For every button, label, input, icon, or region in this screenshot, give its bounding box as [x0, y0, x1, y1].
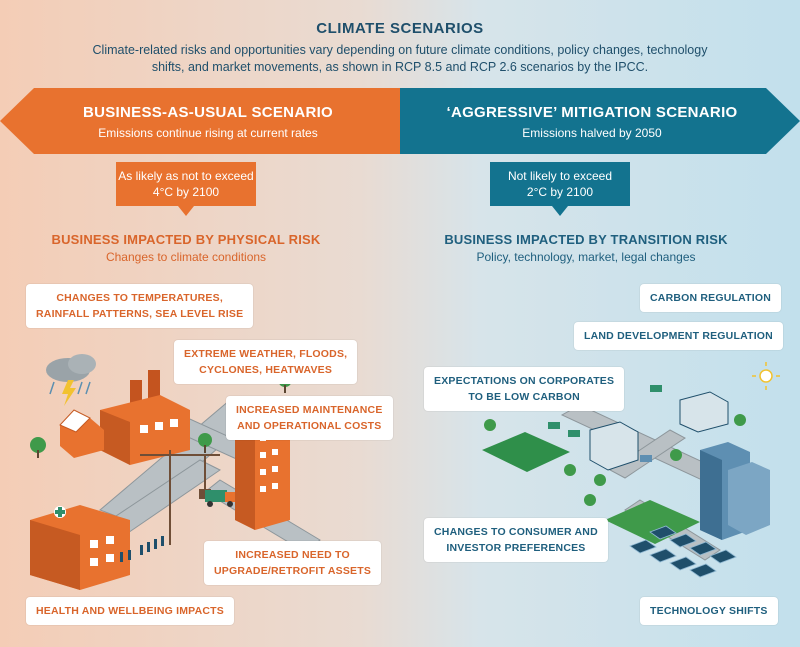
likelihood-callout-right: Not likely to exceed 2°C by 2100 [492, 168, 628, 212]
label-maintenance-line-2: AND OPERATIONAL COSTS [237, 420, 382, 432]
solar-panel-farm [629, 525, 737, 578]
label-temperature-line-2: RAINFALL PATTERNS, SEA LEVEL RISE [36, 308, 244, 320]
label-expectations-line-1: EXPECTATIONS ON CORPORATES [434, 375, 615, 387]
business-as-usual-title: BUSINESS-AS-USUAL SCENARIO [82, 104, 334, 121]
label-extreme-weather: EXTREME WEATHER, FLOODS, CYCLONES, HEATW… [174, 340, 358, 384]
label-technology-shifts: TECHNOLOGY SHIFTS [640, 597, 778, 625]
physical-risk-city-illustration [30, 354, 327, 590]
truck [205, 490, 235, 507]
likelihood-right-line-2: 2°C by 2100 [526, 185, 594, 199]
label-carbon-text: CARBON REGULATION [650, 292, 772, 304]
likelihood-callout-left: As likely as not to exceed 4°C by 2100 [118, 168, 254, 212]
factory-building [100, 370, 190, 465]
label-health-text: HEALTH AND WELLBEING IMPACTS [36, 605, 224, 617]
damaged-house [59, 409, 104, 458]
label-low-carbon-expectations: EXPECTATIONS ON CORPORATES TO BE LOW CAR… [424, 367, 625, 411]
label-upgrade-assets: INCREASED NEED TO UPGRADE/RETROFIT ASSET… [204, 541, 382, 585]
mitigation-subtitle: Emissions halved by 2050 [522, 126, 662, 140]
office-buildings [589, 391, 770, 540]
hospital-building [30, 505, 130, 590]
likelihood-left-line-1: As likely as not to exceed [118, 169, 254, 183]
business-as-usual-banner: BUSINESS-AS-USUAL SCENARIO Emissions con… [0, 88, 400, 154]
label-upgrade-line-1: INCREASED NEED TO [235, 549, 350, 561]
label-consumer-preferences: CHANGES TO CONSUMER AND INVESTOR PREFERE… [424, 518, 608, 562]
label-temperature-line-1: CHANGES TO TEMPERATURES, [56, 292, 223, 304]
label-consumer-line-1: CHANGES TO CONSUMER AND [434, 526, 598, 538]
physical-risk-subtitle: Changes to climate conditions [105, 250, 267, 264]
likelihood-callout-right-shape [490, 162, 630, 216]
label-weather-line-1: EXTREME WEATHER, FLOODS, [184, 348, 348, 360]
label-maintenance-costs: INCREASED MAINTENANCE AND OPERATIONAL CO… [226, 396, 393, 440]
banner-arrow-left-shape [0, 88, 400, 154]
transition-risk-city-illustration [482, 362, 780, 578]
label-temperature-changes: CHANGES TO TEMPERATURES, RAINFALL PATTER… [26, 284, 254, 328]
mitigation-title: ‘AGGRESSIVE’ MITIGATION SCENARIO [446, 104, 738, 121]
page-title: CLIMATE SCENARIOS [316, 20, 484, 37]
subtitle-line-2: shifts, and market movements, as shown i… [151, 60, 649, 74]
transition-risk-subtitle: Policy, technology, market, legal change… [476, 250, 696, 264]
transition-risk-title: BUSINESS IMPACTED BY TRANSITION RISK [444, 232, 728, 247]
label-consumer-line-2: INVESTOR PREFERENCES [446, 542, 586, 554]
label-weather-line-2: CYCLONES, HEATWAVES [199, 364, 333, 376]
mitigation-banner: ‘AGGRESSIVE’ MITIGATION SCENARIO Emissio… [400, 88, 800, 154]
likelihood-callout-left-shape [116, 162, 256, 216]
label-technology-text: TECHNOLOGY SHIFTS [650, 605, 768, 617]
label-land-text: LAND DEVELOPMENT REGULATION [584, 330, 773, 342]
subtitle-line-1: Climate-related risks and opportunities … [92, 43, 708, 57]
business-as-usual-subtitle: Emissions continue rising at current rat… [98, 126, 318, 140]
label-carbon-regulation: CARBON REGULATION [640, 284, 782, 312]
label-maintenance-line-1: INCREASED MAINTENANCE [236, 404, 383, 416]
physical-risk-title: BUSINESS IMPACTED BY PHYSICAL RISK [51, 232, 321, 247]
page-subtitle: Climate-related risks and opportunities … [60, 42, 740, 76]
electric-cars [548, 385, 662, 462]
trees [484, 414, 746, 506]
label-expectations-line-2: TO BE LOW CARBON [468, 391, 580, 403]
likelihood-left-line-2: 4°C by 2100 [152, 185, 220, 199]
banner-arrow-right-shape [400, 88, 800, 154]
likelihood-right-line-1: Not likely to exceed [507, 169, 613, 183]
sun-icon [752, 362, 780, 390]
people-queue [120, 536, 164, 562]
retrofit-tower [235, 410, 290, 530]
storm-cloud-icon [46, 354, 96, 406]
label-upgrade-line-2: UPGRADE/RETROFIT ASSETS [214, 565, 372, 577]
label-land-development: LAND DEVELOPMENT REGULATION [574, 322, 783, 350]
label-health-wellbeing: HEALTH AND WELLBEING IMPACTS [26, 597, 234, 625]
